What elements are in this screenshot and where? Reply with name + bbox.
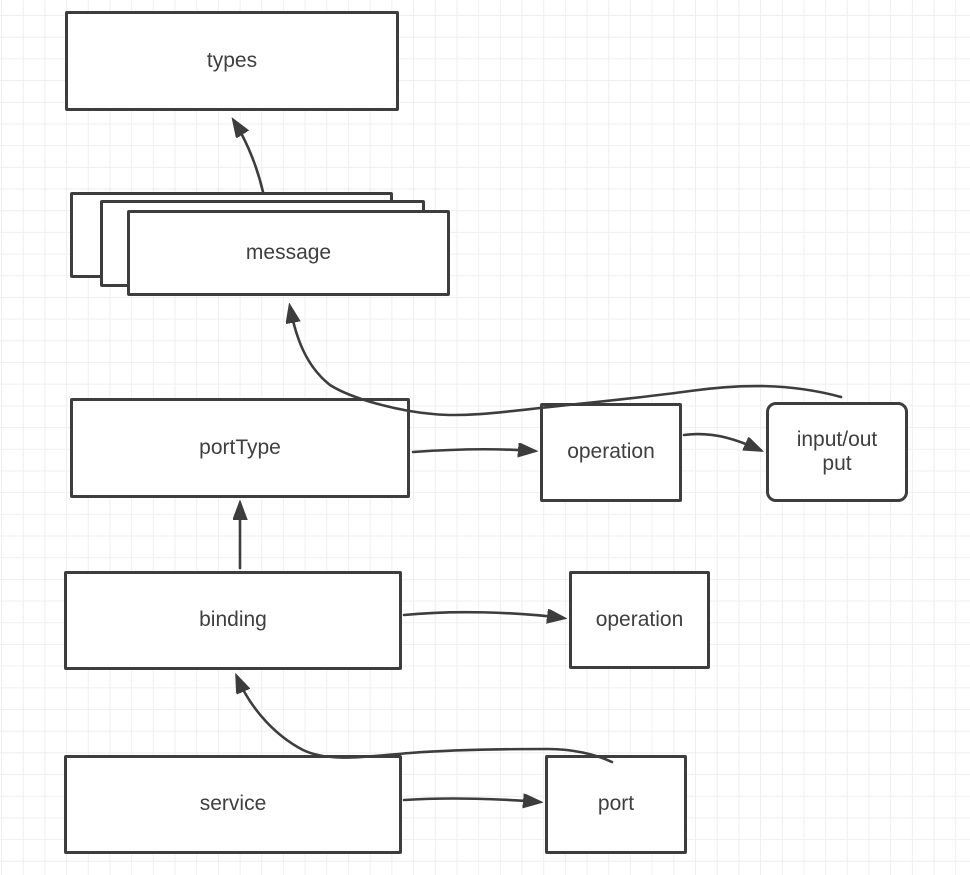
node-binding[interactable]: binding	[64, 571, 402, 670]
node-operation-of-porttype[interactable]: operation	[540, 403, 682, 502]
edge-service-to-port[interactable]	[402, 799, 539, 802]
node-port-label: port	[597, 792, 635, 816]
edge-message-to-types[interactable]	[234, 121, 265, 194]
node-binding-label: binding	[199, 608, 267, 632]
node-message-label: message	[245, 240, 332, 264]
node-porttype-label: portType	[199, 435, 281, 459]
edge-binding-to-operation[interactable]	[402, 612, 563, 618]
node-operation-of-porttype-label: operation	[567, 440, 655, 464]
node-input-output-label: input/out put	[796, 427, 878, 475]
node-operation-of-binding[interactable]: operation	[569, 571, 710, 669]
node-operation-of-binding-label: operation	[595, 607, 684, 631]
node-types[interactable]: types	[65, 11, 399, 111]
node-port[interactable]: port	[545, 755, 687, 854]
node-porttype[interactable]: portType	[70, 398, 410, 498]
edge-porttype-to-operation[interactable]	[411, 449, 534, 452]
node-message[interactable]: message	[127, 210, 450, 296]
node-service[interactable]: service	[64, 755, 402, 854]
node-types-label: types	[206, 48, 258, 72]
edge-operation-to-input-output[interactable]	[682, 432, 760, 450]
node-service-label: service	[199, 792, 267, 816]
node-input-output[interactable]: input/out put	[766, 402, 908, 502]
edge-port-to-binding[interactable]	[237, 677, 614, 764]
